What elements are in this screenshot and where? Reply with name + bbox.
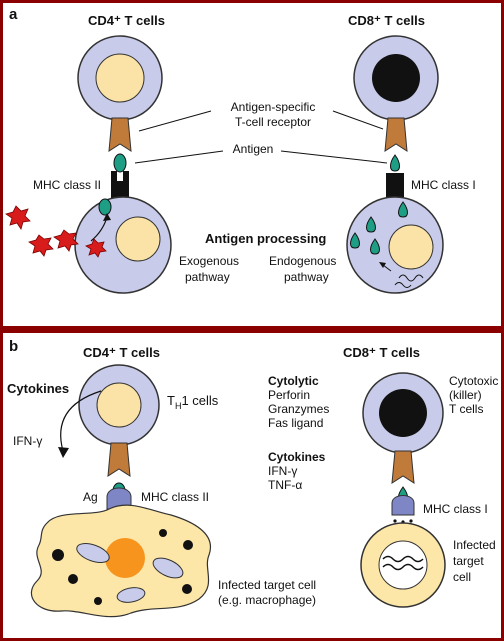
th1-label: TH1 cells xyxy=(167,393,219,411)
antigen-presenting-cell-left xyxy=(74,196,172,294)
mhc-ii-label-a: MHC class II xyxy=(33,178,101,192)
cytokine-item: TNF-α xyxy=(268,478,302,492)
cytolytic-heading: Cytolytic xyxy=(268,374,319,388)
exogenous-label-1: Exogenous xyxy=(179,254,239,268)
tcr-cd4-b xyxy=(107,442,131,477)
infected-target-cell-label-1: Infected target cell xyxy=(218,578,316,592)
cytokine-release-arrow xyxy=(58,390,102,458)
infected-target-label-1: Infected xyxy=(453,538,496,552)
cytolytic-item: Perforin xyxy=(268,388,310,402)
cytotoxic-label-1: Cytotoxic xyxy=(449,374,498,388)
extracellular-pathogens xyxy=(5,205,107,258)
infected-target-cell-label-2: (e.g. macrophage) xyxy=(218,593,316,607)
receptor-label-line1: Antigen-specific xyxy=(231,100,316,114)
tcr-cd4-a xyxy=(108,117,132,152)
antigen-cd4-a xyxy=(113,153,127,173)
cytotoxic-t-cell xyxy=(362,372,444,454)
mhc-i-label-a: MHC class I xyxy=(411,178,476,192)
panel-a: a CD4⁺ T cells CD8⁺ T cells Antigen-spec… xyxy=(3,3,501,326)
cytotoxic-label-3: T cells xyxy=(449,402,483,416)
receptor-label-line2: T-cell receptor xyxy=(235,115,311,129)
endogenous-label-2: pathway xyxy=(284,270,329,284)
cd4-title-b: CD4⁺ T cells xyxy=(83,345,160,360)
tcr-cd8-a xyxy=(384,117,408,152)
cytolytic-item: Granzymes xyxy=(268,402,329,416)
exogenous-label-2: pathway xyxy=(185,270,230,284)
endogenous-label-1: Endogenous xyxy=(269,254,336,268)
mhc-class-ii-a xyxy=(111,171,129,198)
infected-target-label-3: cell xyxy=(453,570,471,584)
panel-a-letter: a xyxy=(9,6,18,23)
panel-b-letter: b xyxy=(9,338,18,355)
cytokines-heading-cd8: Cytokines xyxy=(268,450,326,464)
antigen-label: Antigen xyxy=(233,142,274,156)
panel-b-diagram: b CD4⁺ T cells CD8⁺ T cells TH1 cells Cy… xyxy=(7,338,498,618)
cytotoxic-label-2: (killer) xyxy=(449,388,482,402)
antigen-cd8-a xyxy=(390,154,400,172)
cd8-title-a: CD8⁺ T cells xyxy=(348,13,425,28)
antigen-processing-label: Antigen processing xyxy=(205,231,326,246)
mhc-i-label-b: MHC class I xyxy=(423,502,488,516)
panel-b: b CD4⁺ T cells CD8⁺ T cells TH1 cells Cy… xyxy=(3,333,501,638)
tcr-cd8-b xyxy=(391,450,415,484)
cd8-t-cell-a xyxy=(353,35,439,121)
cytolytic-item: Fas ligand xyxy=(268,416,323,430)
mhc-class-i-a xyxy=(386,173,404,199)
ag-label: Ag xyxy=(83,490,98,504)
antigen-presenting-cell-right xyxy=(346,196,444,294)
infected-macrophage xyxy=(31,504,212,618)
cytokine-item: IFN-γ xyxy=(268,464,297,478)
cd4-t-cell-a xyxy=(77,35,163,121)
ifn-gamma-label-cd4: IFN-γ xyxy=(13,434,42,448)
mhc-ii-label-b: MHC class II xyxy=(141,490,209,504)
infected-target-cell-cd8 xyxy=(360,522,446,608)
cd4-title-a: CD4⁺ T cells xyxy=(88,13,165,28)
cytokines-heading-cd4: Cytokines xyxy=(7,381,69,396)
panel-a-diagram: a CD4⁺ T cells CD8⁺ T cells Antigen-spec… xyxy=(5,6,476,294)
exogenous-arrow xyxy=(90,213,111,242)
mhc-class-i-b xyxy=(391,495,415,516)
cd8-title-b: CD8⁺ T cells xyxy=(343,345,420,360)
infected-target-label-2: target xyxy=(453,554,484,568)
th1-cell xyxy=(78,364,160,446)
